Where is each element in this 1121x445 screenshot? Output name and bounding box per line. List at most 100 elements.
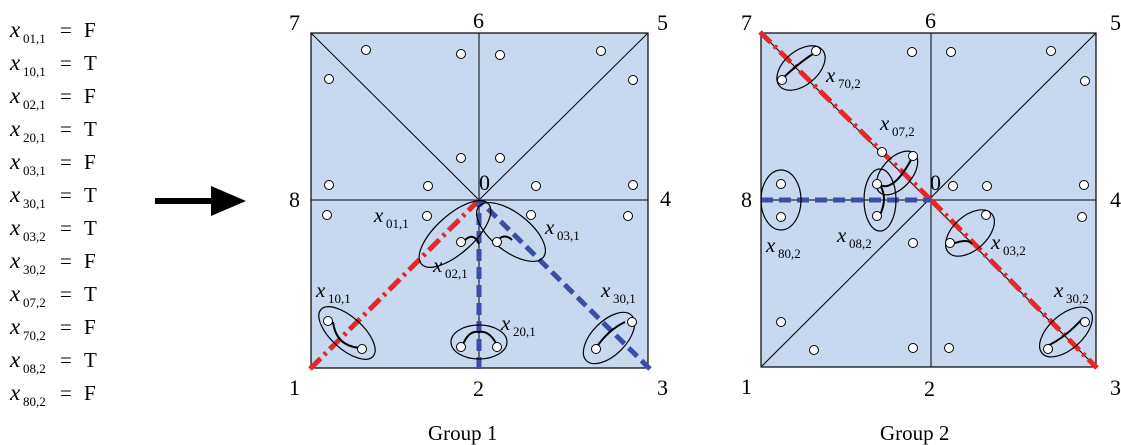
assignment-eq: = <box>60 249 72 273</box>
assignment-value: T <box>84 51 97 75</box>
assignment-sub: 02,1 <box>23 97 46 112</box>
assignment-sub: 80,2 <box>23 394 46 409</box>
assignment-sub: 10,1 <box>23 64 46 79</box>
svg-text:x: x <box>500 311 511 335</box>
assignment-var: x <box>9 215 21 240</box>
assignment-eq: = <box>60 150 72 174</box>
right-arrow-icon <box>155 186 246 216</box>
vertex-7-label: 7 <box>289 10 300 35</box>
svg-text:01,1: 01,1 <box>386 216 409 231</box>
vertex-6-label: 6 <box>473 8 484 33</box>
assignment-value: T <box>84 282 97 306</box>
assignment-value: T <box>84 348 97 372</box>
mesh-dots <box>776 46 1090 355</box>
assignment-8: x 07,2 = T <box>9 281 97 310</box>
vertex-5-label: 5 <box>657 10 668 35</box>
assignment-5: x 30,1 = T <box>9 182 97 211</box>
vertex-1-label: 1 <box>741 374 752 399</box>
assignment-sub: 30,1 <box>23 196 46 211</box>
assignment-eq: = <box>60 381 72 405</box>
assignment-value: T <box>84 183 97 207</box>
vertex-3-label: 3 <box>657 375 668 400</box>
svg-text:70,2: 70,2 <box>838 76 861 91</box>
blue-edge-3-0 <box>477 198 652 371</box>
assignment-7: x 30,2 = F <box>9 248 96 277</box>
assignment-4: x 03,1 = F <box>9 149 96 178</box>
assignment-6: x 03,2 = T <box>9 215 97 244</box>
vertex-7-label: 7 <box>741 10 752 35</box>
assignment-sub: 07,2 <box>23 295 46 310</box>
svg-text:x: x <box>315 278 326 302</box>
vertex-labels: 0 1 2 3 4 5 6 7 8 <box>741 8 1121 401</box>
assignment-3: x 20,1 = T <box>9 116 97 145</box>
assignment-value: F <box>84 150 96 174</box>
assignment-sub: 03,1 <box>23 163 46 178</box>
red-edge-1-0 <box>308 198 481 371</box>
variable-ellipses <box>318 200 636 365</box>
assignment-var: x <box>9 380 21 405</box>
svg-text:02,1: 02,1 <box>445 266 468 281</box>
assignment-11: x 80,2 = F <box>9 380 96 409</box>
group-1-caption: Group 1 <box>428 421 497 445</box>
vertex-4-label: 4 <box>660 186 671 211</box>
assignment-sub: 08,2 <box>23 361 46 376</box>
svg-text:x: x <box>432 253 443 277</box>
assignment-0: x 01,1 = F <box>9 17 96 46</box>
assignment-value: F <box>84 249 96 273</box>
vertex-4-label: 4 <box>1110 187 1121 212</box>
assignment-value: T <box>84 117 97 141</box>
flip-links <box>332 235 626 349</box>
vertex-6-label: 6 <box>925 8 936 33</box>
red-edge-0-3 <box>929 198 1099 370</box>
assignment-value: F <box>84 315 96 339</box>
svg-text:80,2: 80,2 <box>778 246 801 261</box>
svg-text:x: x <box>765 233 776 257</box>
vertex-8-label: 8 <box>289 187 300 212</box>
vertex-3-label: 3 <box>1110 375 1121 400</box>
assignment-var: x <box>9 182 21 207</box>
assignment-list: x 01,1 = F x 10,1 = T x 02,1 = F x 20,1 … <box>9 17 97 409</box>
assignment-value: F <box>84 18 96 42</box>
svg-text:x: x <box>373 203 384 227</box>
assignment-value: F <box>84 381 96 405</box>
vertex-0-label: 0 <box>479 170 490 195</box>
assignment-var: x <box>9 149 21 174</box>
assignment-var: x <box>9 50 21 75</box>
svg-text:x: x <box>836 223 847 247</box>
assignment-sub: 03,2 <box>23 229 46 244</box>
assignment-eq: = <box>60 282 72 306</box>
mesh-dots <box>322 45 638 354</box>
svg-text:08,2: 08,2 <box>849 236 872 251</box>
vertex-0-label: 0 <box>930 170 941 195</box>
svg-text:03,2: 03,2 <box>1003 243 1026 258</box>
assignment-eq: = <box>60 315 72 339</box>
assignment-var: x <box>9 314 21 339</box>
assignment-value: F <box>84 84 96 108</box>
vertex-8-label: 8 <box>741 187 752 212</box>
svg-text:x: x <box>600 278 611 302</box>
vertex-2-label: 2 <box>924 376 935 401</box>
svg-text:x: x <box>544 215 555 239</box>
svg-text:x: x <box>825 63 836 87</box>
assignment-eq: = <box>60 84 72 108</box>
svg-text:20,1: 20,1 <box>513 324 536 339</box>
svg-text:x: x <box>879 111 890 135</box>
vertex-2-label: 2 <box>473 376 484 401</box>
assignment-var: x <box>9 281 21 306</box>
group-2-caption: Group 2 <box>880 421 949 445</box>
assignment-var: x <box>9 17 21 42</box>
